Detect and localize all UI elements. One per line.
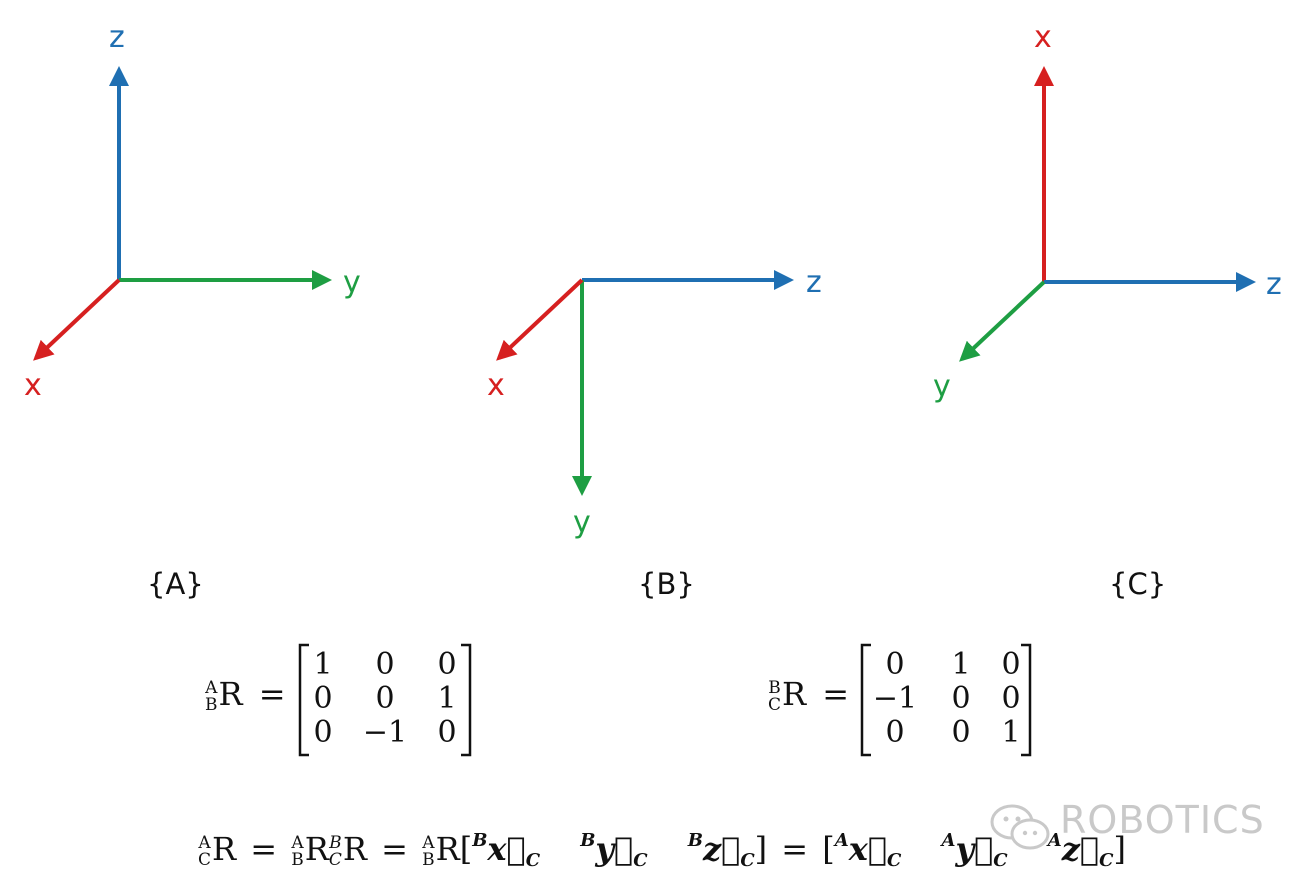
frame-a-z-label: z (109, 20, 125, 55)
matrix-ab-cell: 0 (313, 681, 333, 716)
matrix-ab-cell: 1 (437, 681, 457, 716)
matrix-bc-right-bracket (1021, 643, 1032, 757)
matrix-bc-cell: −1 (872, 681, 918, 716)
matrix-bc-cell: 0 (951, 681, 971, 716)
frame-c-y-label: y (933, 369, 951, 404)
equals-sign: = (822, 675, 850, 713)
watermark-text: ROBOTICS (1060, 798, 1265, 842)
matrix-ab-cell: 0 (375, 681, 395, 716)
frame-b-name: {B} (638, 567, 695, 601)
matrix-ab-cell: 0 (313, 715, 333, 750)
matrix-bc-cell: 0 (951, 715, 971, 750)
frame-a-name: {A} (147, 567, 204, 601)
matrix-ab-left-bracket (298, 643, 309, 757)
matrix-ab: 1 0 0 0 0 1 0 −1 0 (288, 645, 488, 757)
rotation-symbol: R (218, 675, 243, 713)
matrix-bc-cell: 1 (951, 647, 971, 682)
frame-b-z-label: z (806, 265, 822, 300)
matrix-bc-cell: 0 (885, 647, 905, 682)
frame-c-x-label: x (1034, 20, 1052, 55)
frame-b-x-axis (496, 278, 584, 361)
equals-sign: = (258, 675, 286, 713)
matrix-ab-cell: −1 (362, 715, 408, 750)
matrix-bc-cell: 0 (885, 715, 905, 750)
matrix-ab-cell: 1 (313, 647, 333, 682)
frame-c-y-axis (959, 280, 1046, 362)
matrix-ab-cell: 0 (375, 647, 395, 682)
frame-b-y-label: y (573, 505, 591, 540)
matrix-brackets (298, 643, 1032, 757)
matrix-ab-cell: 0 (437, 715, 457, 750)
frame-a-axes: z y x (24, 20, 361, 403)
frame-a-x-axis (33, 278, 121, 361)
matrix-bc-left-bracket (860, 643, 871, 757)
frame-b-axes: z y x (487, 265, 822, 540)
frame-b-x-label: x (487, 368, 505, 403)
frame-c-z-label: z (1266, 267, 1282, 302)
matrix-bc: 0 1 0 −1 0 0 0 0 1 (850, 645, 1050, 757)
frame-a-y-label: y (343, 265, 361, 300)
matrix-bc-cell: 0 (1001, 681, 1021, 716)
matrix-ab-right-bracket (461, 643, 472, 757)
frame-c-name: {C} (1109, 567, 1167, 601)
matrix-bc-cell: 0 (1001, 647, 1021, 682)
frame-a-x-label: x (24, 368, 42, 403)
matrix-bc-cell: 1 (1001, 715, 1021, 750)
rotation-symbol: R (782, 675, 807, 713)
matrix-ab-cell: 0 (437, 647, 457, 682)
chat-bubbles-icon (990, 804, 1050, 850)
frame-c-axes: x z y (933, 20, 1282, 404)
